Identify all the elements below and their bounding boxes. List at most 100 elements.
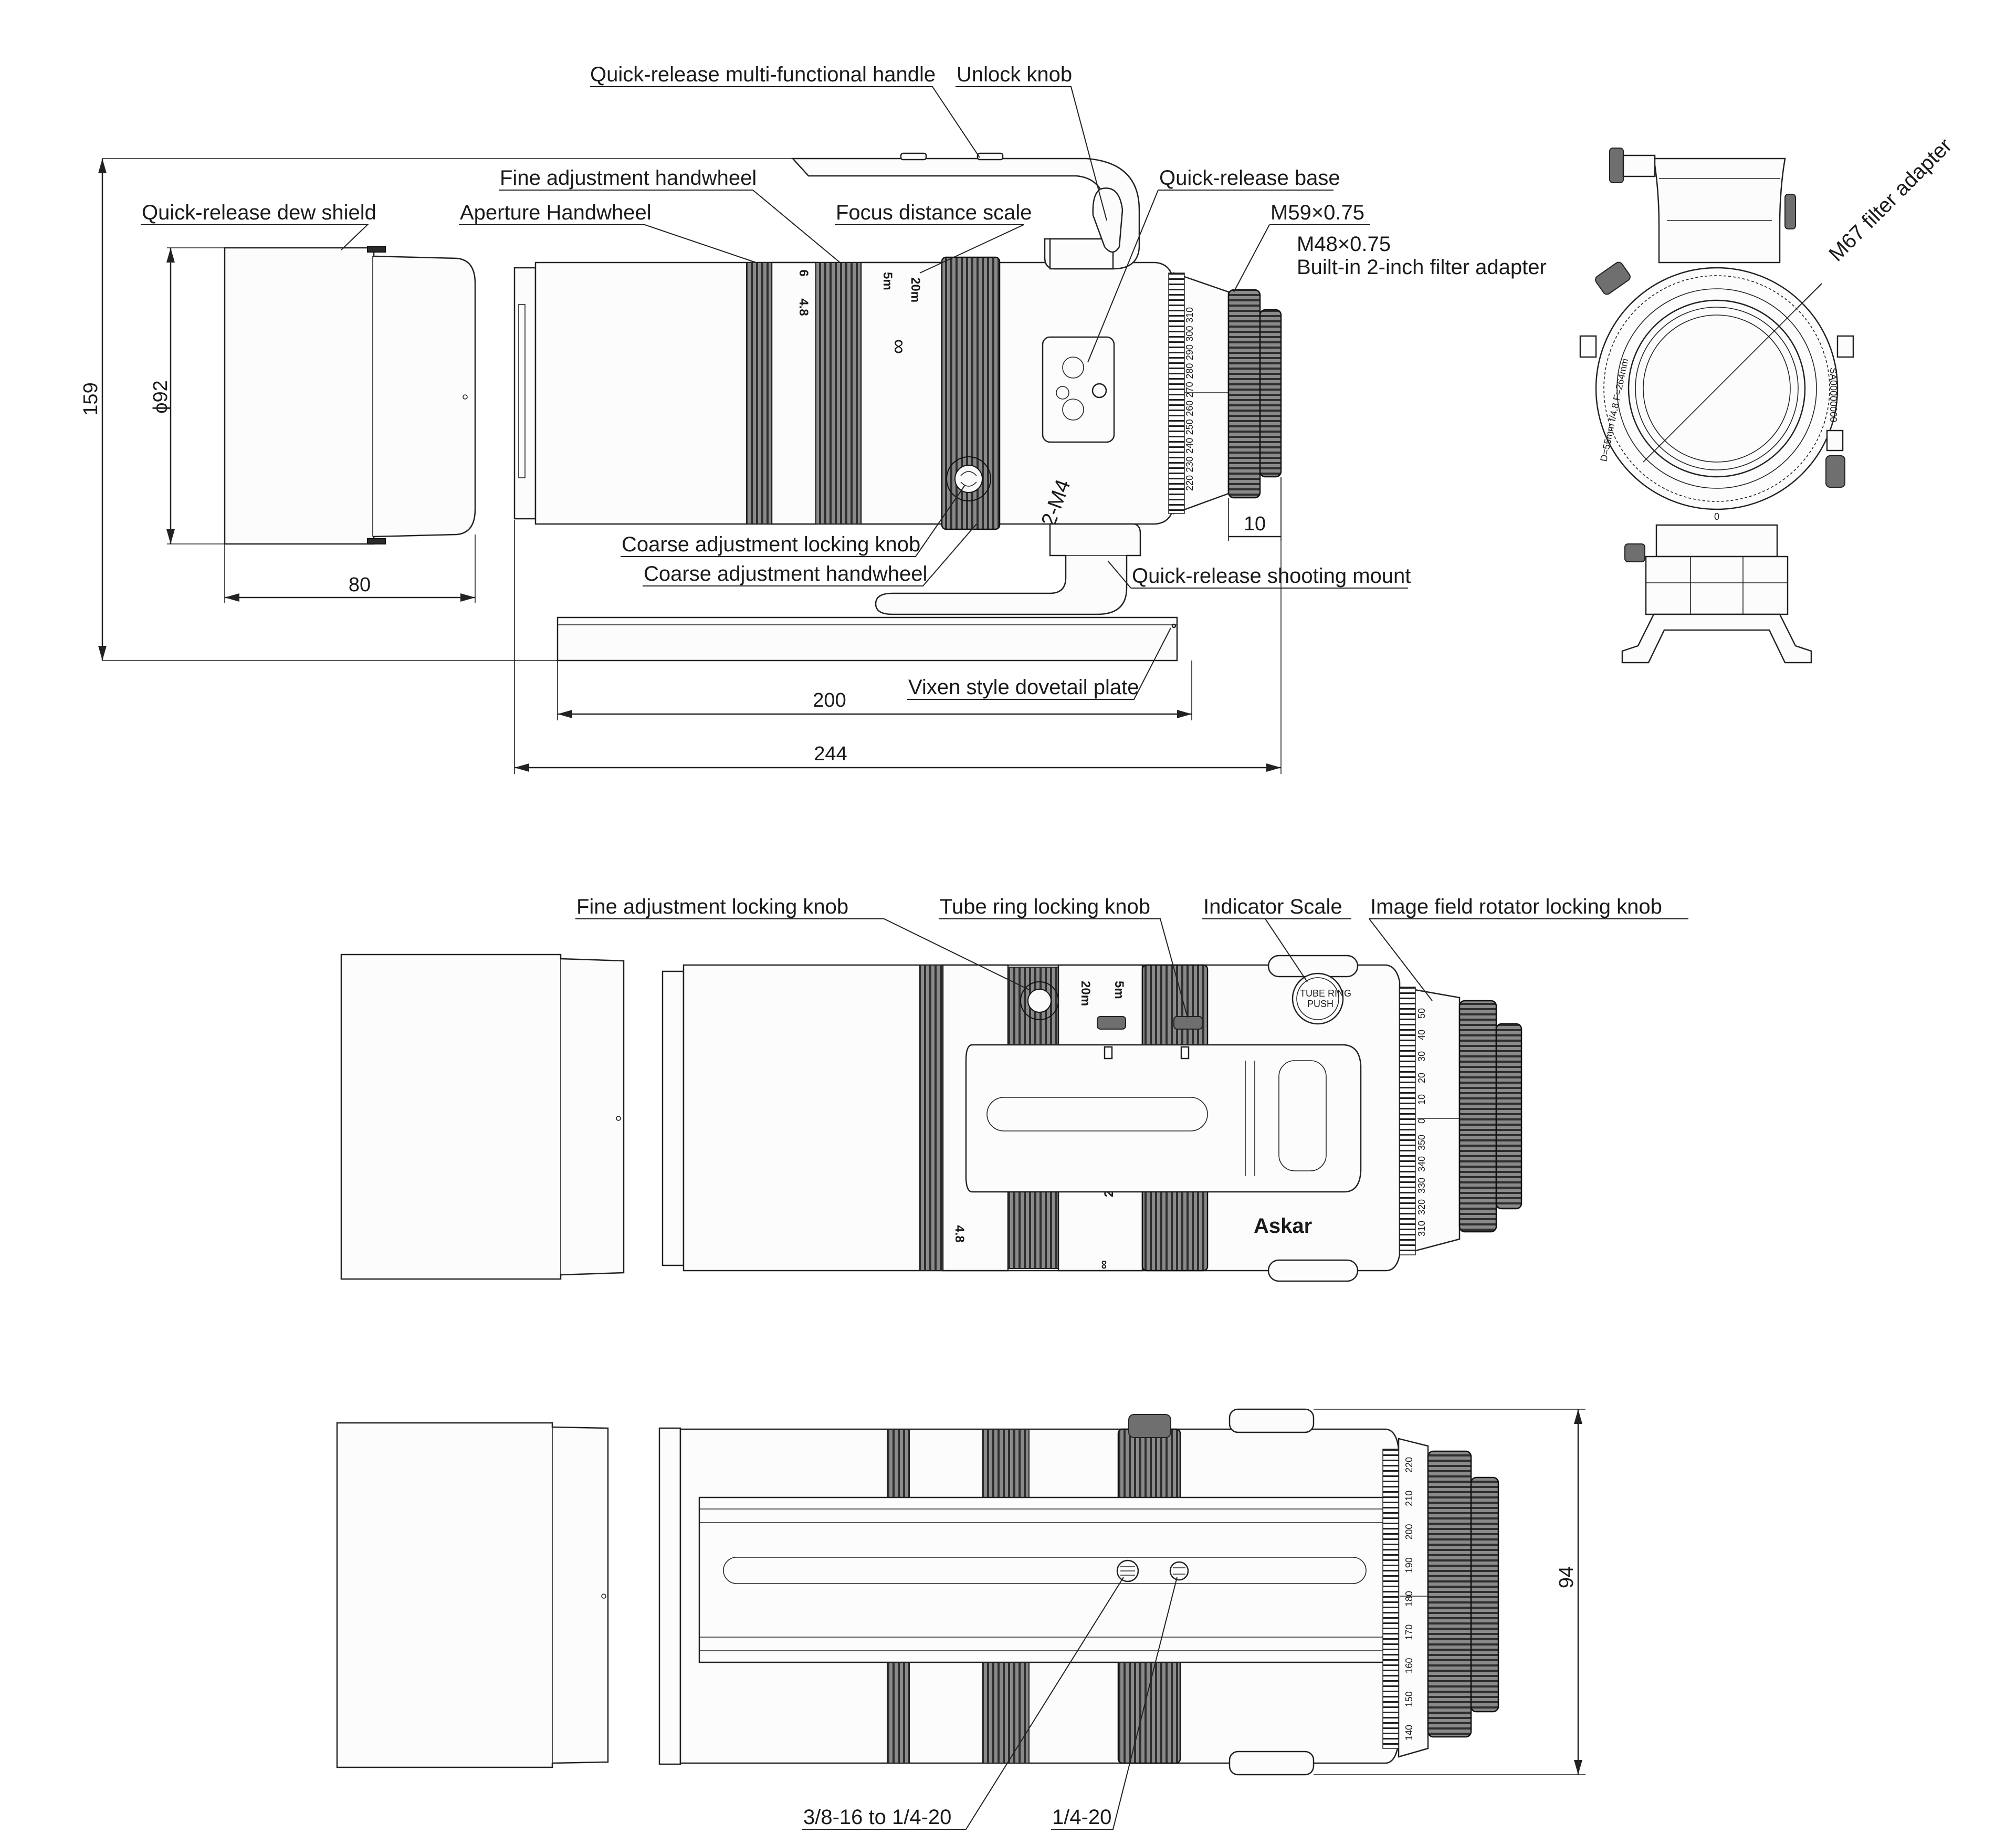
rear-ring-dimension: 10 [1228, 477, 1282, 541]
label-coarse-lock: Coarse adjustment locking knob [622, 533, 920, 556]
scale-mark: 290 [1184, 344, 1195, 360]
label-thread-38: 3/8-16 to 1/4-20 [803, 1806, 951, 1829]
label-coarse-handwheel: Coarse adjustment handwheel [644, 562, 927, 585]
scale-mark: 230 [1184, 456, 1195, 472]
label-handle: Quick-release multi-functional handle [590, 63, 936, 86]
top-distance-20m: 20m [1078, 981, 1093, 1006]
scale-mark: 20 [1416, 1073, 1427, 1083]
rear-knurled-ring [1227, 289, 1261, 499]
quick-release-shooting-mount[interactable] [875, 523, 1141, 615]
plate-length-value: 200 [813, 689, 846, 711]
scale-mark: 280 [1184, 363, 1195, 379]
scale-mark: 170 [1404, 1625, 1414, 1640]
top-infinity: ∞ [1097, 1260, 1111, 1269]
rear-end-ring [1259, 309, 1282, 478]
bottom-dovetail [698, 1496, 1398, 1663]
thread-hole-38 [1116, 1559, 1139, 1583]
unlock-knob[interactable] [1092, 187, 1124, 253]
top-view: 4.8 5m 20m 20m ∞ TUBE RING PUSH [340, 895, 1688, 1282]
label-indicator-scale: Indicator Scale [1203, 895, 1342, 918]
brand-logo: Askar [1254, 1214, 1312, 1238]
callouts-top: Fine adjustment locking knob Tube ring l… [575, 895, 1688, 1018]
scale-mark: 160 [1404, 1658, 1414, 1673]
scale-mark: 310 [1416, 1221, 1427, 1236]
front-zero-mark: 0 [1714, 511, 1719, 522]
label-vixen-plate: Vixen style dovetail plate [908, 676, 1139, 699]
callouts-bottom: 3/8-16 to 1/4-20 1/4-20 [802, 1577, 1178, 1830]
label-dew-shield: Quick-release dew shield [142, 201, 376, 224]
diameter-value: ϕ92 [150, 380, 172, 414]
label-fine-handwheel: Fine adjustment handwheel [500, 166, 757, 190]
front-view: D=55mm f/4.8 F=264mm SA00000000 0 M67 fi… [1579, 134, 1956, 664]
infinity-mark: ∞ [888, 339, 911, 354]
scale-mark: 140 [1404, 1725, 1414, 1741]
scale-mark: 350 [1416, 1135, 1427, 1150]
stop-mark: 6 [796, 269, 811, 276]
plate-length-dimension: 200 [557, 661, 1192, 720]
top-dew-shield [340, 953, 625, 1280]
coarse-lock-knob[interactable] [946, 456, 991, 501]
scale-mark: 190 [1404, 1557, 1414, 1573]
knob-text: TUBE RING [1300, 988, 1351, 999]
scale-mark: 260 [1184, 401, 1195, 416]
scale-mark: 200 [1404, 1524, 1414, 1539]
rear-ring-value: 10 [1244, 513, 1266, 535]
quick-release-base [1042, 336, 1115, 443]
height-value: 159 [80, 382, 102, 415]
aperture-handwheel[interactable] [746, 262, 772, 525]
label-filter-adapter: Built-in 2-inch filter adapter [1297, 256, 1547, 279]
shield-length-value: 80 [349, 574, 371, 596]
label-m48: M48×0.75 [1297, 233, 1391, 256]
scale-mark: 340 [1416, 1156, 1427, 1172]
scale-mark: 250 [1184, 419, 1195, 435]
serial-number: SA00000000 [1828, 368, 1839, 422]
scale-mark: 180 [1404, 1591, 1414, 1607]
label-m59: M59×0.75 [1270, 201, 1364, 224]
scale-mark: 220 [1184, 475, 1195, 491]
label-qr-base: Quick-release base [1159, 166, 1340, 190]
width-value: 94 [1556, 1566, 1578, 1588]
top-distance-5m: 5m [1112, 981, 1126, 999]
label-aperture-handwheel: Aperture Handwheel [460, 201, 652, 224]
indicator-scale-knob[interactable]: TUBE RING PUSH [1267, 955, 1359, 1025]
scale-mark: 50 [1416, 1008, 1427, 1019]
scale-labels-side: 310 300 290 280 270 260 250 240 230 220 [1184, 307, 1195, 491]
label-fine-lock: Fine adjustment locking knob [576, 895, 848, 918]
label-unlock-knob: Unlock knob [957, 63, 1072, 86]
top-clamp-block [965, 1044, 1362, 1193]
scale-mark: 30 [1416, 1051, 1427, 1062]
label-tube-ring-lock: Tube ring locking knob [940, 895, 1150, 918]
diameter-dimension: ϕ92 [150, 247, 225, 544]
scale-mark: 150 [1404, 1691, 1414, 1707]
label-rotator-lock: Image field rotator locking knob [1370, 895, 1662, 918]
fine-adjustment-handwheel[interactable] [815, 262, 862, 525]
total-length-dimension: 244 [514, 478, 1282, 774]
thread-hole-14 [1169, 1561, 1189, 1581]
scale-mark: 0 [1416, 1118, 1427, 1124]
scale-mark: 310 [1184, 307, 1195, 323]
vixen-dovetail-plate [556, 616, 1178, 662]
aperture-mark: 4.8 [796, 298, 811, 316]
label-m67: M67 filter adapter [1824, 134, 1956, 266]
scale-mark: 40 [1416, 1030, 1427, 1040]
scale-mark: 240 [1184, 438, 1195, 454]
scale-mark: 220 [1404, 1457, 1414, 1473]
scale-mark: 270 [1184, 382, 1195, 397]
total-length-value: 244 [814, 743, 847, 765]
width-dimension: 94 [1314, 1409, 1586, 1775]
distance-20m: 20m [908, 277, 922, 302]
dew-shield [224, 246, 476, 545]
scale-mark: 10 [1416, 1094, 1427, 1105]
label-thread-14: 1/4-20 [1052, 1806, 1111, 1829]
focus-distance-scale [860, 261, 943, 525]
scale-mark: 330 [1416, 1178, 1427, 1193]
rear-scale-ring: 310 300 290 280 270 260 250 240 230 220 [1168, 272, 1230, 515]
distance-5m: 5m [880, 272, 895, 290]
scale-mark: 300 [1184, 326, 1195, 342]
callouts-side: Quick-release multi-functional handle Un… [141, 63, 1547, 700]
knob-push: PUSH [1307, 999, 1334, 1009]
